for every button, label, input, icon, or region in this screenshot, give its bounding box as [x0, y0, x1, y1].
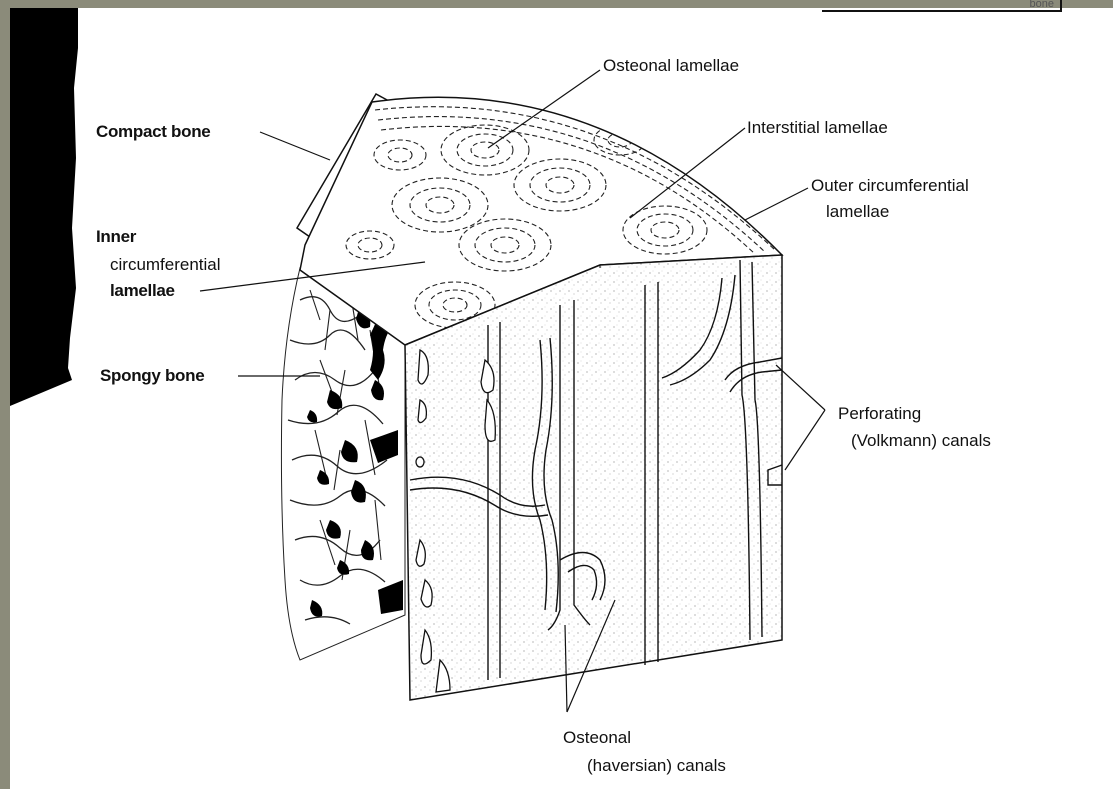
label-haversian-1: Osteonal — [563, 727, 631, 749]
label-compact-bone: Compact bone — [96, 121, 210, 143]
label-interstitial-lamellae: Interstitial lamellae — [747, 117, 888, 139]
label-inner-circumferential-3: lamellae — [110, 280, 175, 302]
label-perforating-2: (Volkmann) canals — [851, 430, 991, 452]
label-spongy-bone: Spongy bone — [100, 365, 204, 387]
label-outer-circumferential-1: Outer circumferential — [811, 175, 969, 197]
label-osteonal-lamellae: Osteonal lamellae — [603, 55, 739, 77]
label-perforating-1: Perforating — [838, 403, 921, 425]
leader-volkmann-2 — [785, 410, 825, 470]
label-haversian-2: (haversian) canals — [587, 755, 726, 777]
compact-bone-face — [405, 255, 782, 700]
leader-compact-bone — [260, 132, 330, 160]
label-outer-circumferential-2: lamellae — [826, 201, 889, 223]
leader-outer-circumferential — [745, 188, 808, 220]
leader-volkmann-1 — [776, 365, 825, 410]
label-inner-circumferential-1: Inner — [96, 226, 136, 248]
label-inner-circumferential-2: circumferential — [110, 254, 221, 276]
